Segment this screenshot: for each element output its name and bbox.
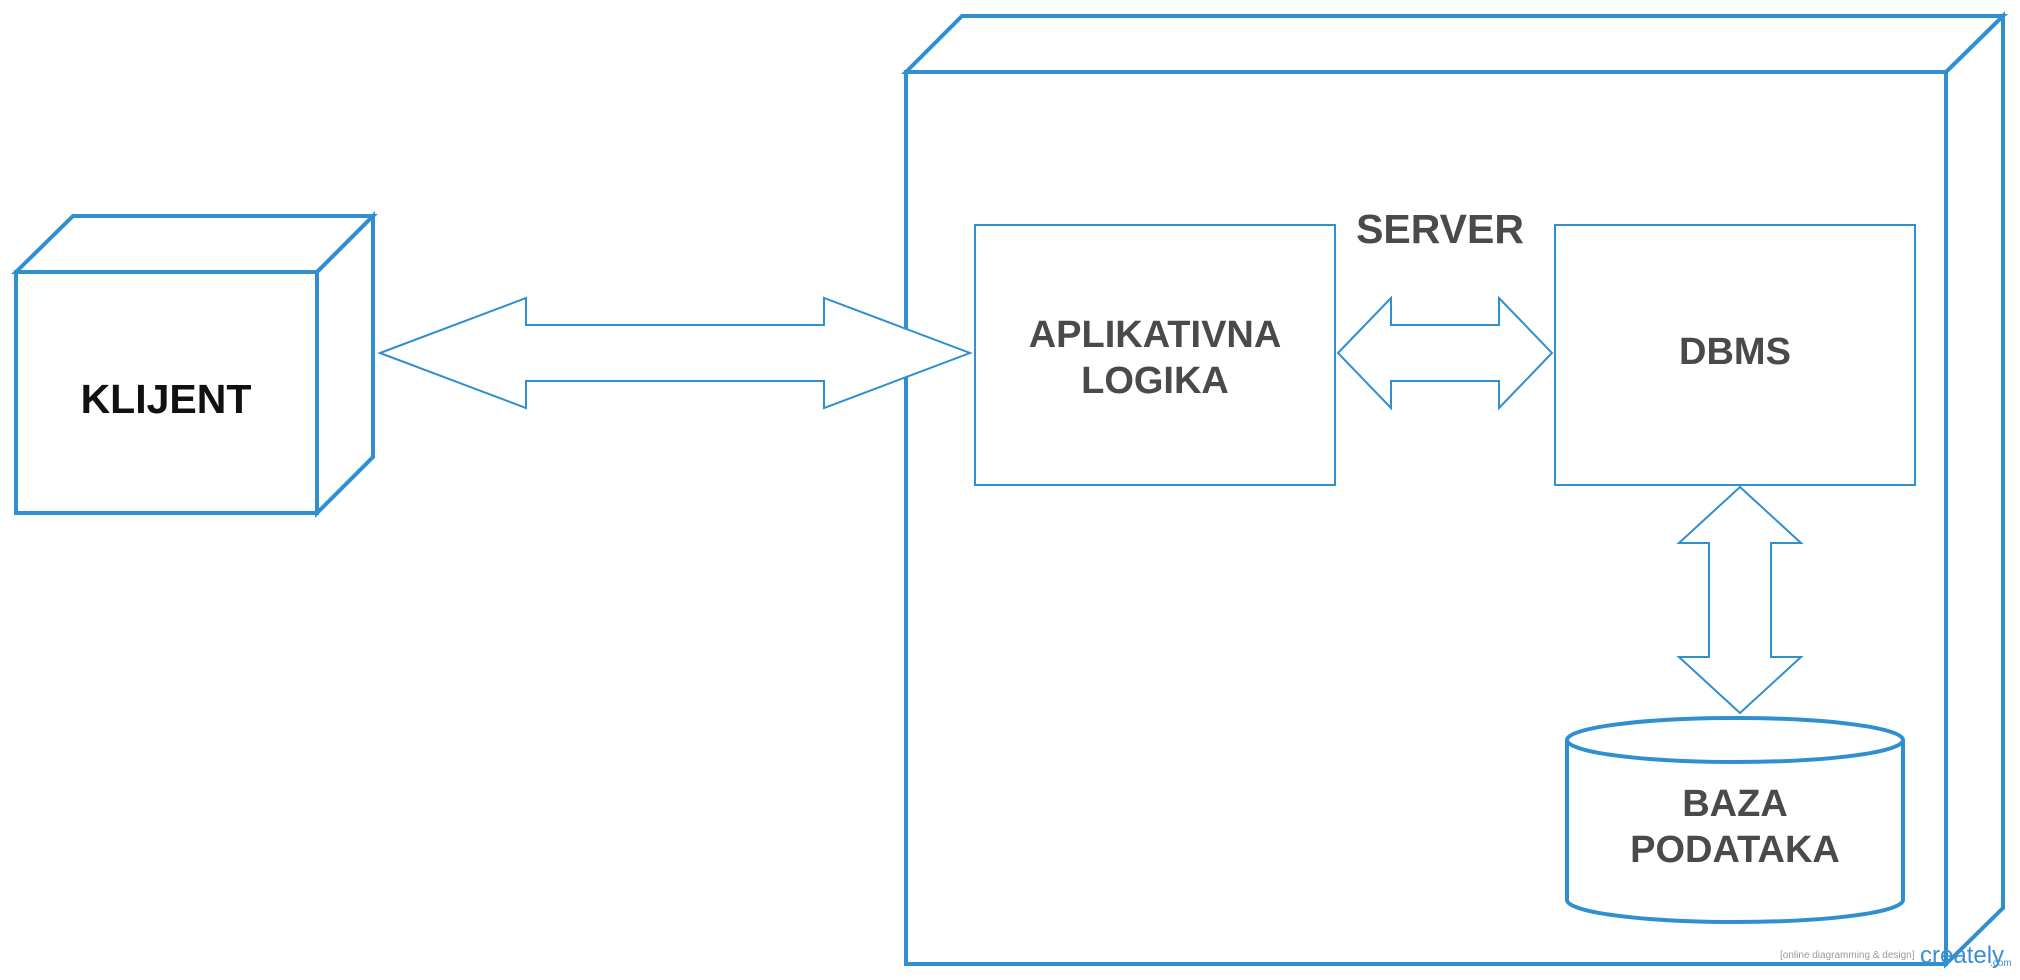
watermark-brand: creately [1920,942,2005,969]
database-label: BAZA PODATAKA [1630,783,1840,871]
client-app-arrow [377,296,973,410]
watermark-domain: .com [1990,958,2012,969]
server-label: SERVER [1356,206,1524,252]
watermark-tagline: [online diagramming & design] [1780,950,1915,961]
client-node [11,211,378,518]
dbms-label: DBMS [1679,331,1791,373]
dbms-db-arrow [1676,485,1804,715]
app-dbms-arrow [1336,295,1554,411]
dbms-box [1554,224,1916,486]
client-label: KLIJENT [80,376,252,422]
app-logic-box [974,224,1336,486]
app-logic-label: APLIKATIVNA LOGIKA [1028,314,1282,402]
server-node [901,11,2008,969]
database-cylinder [1565,716,1905,924]
